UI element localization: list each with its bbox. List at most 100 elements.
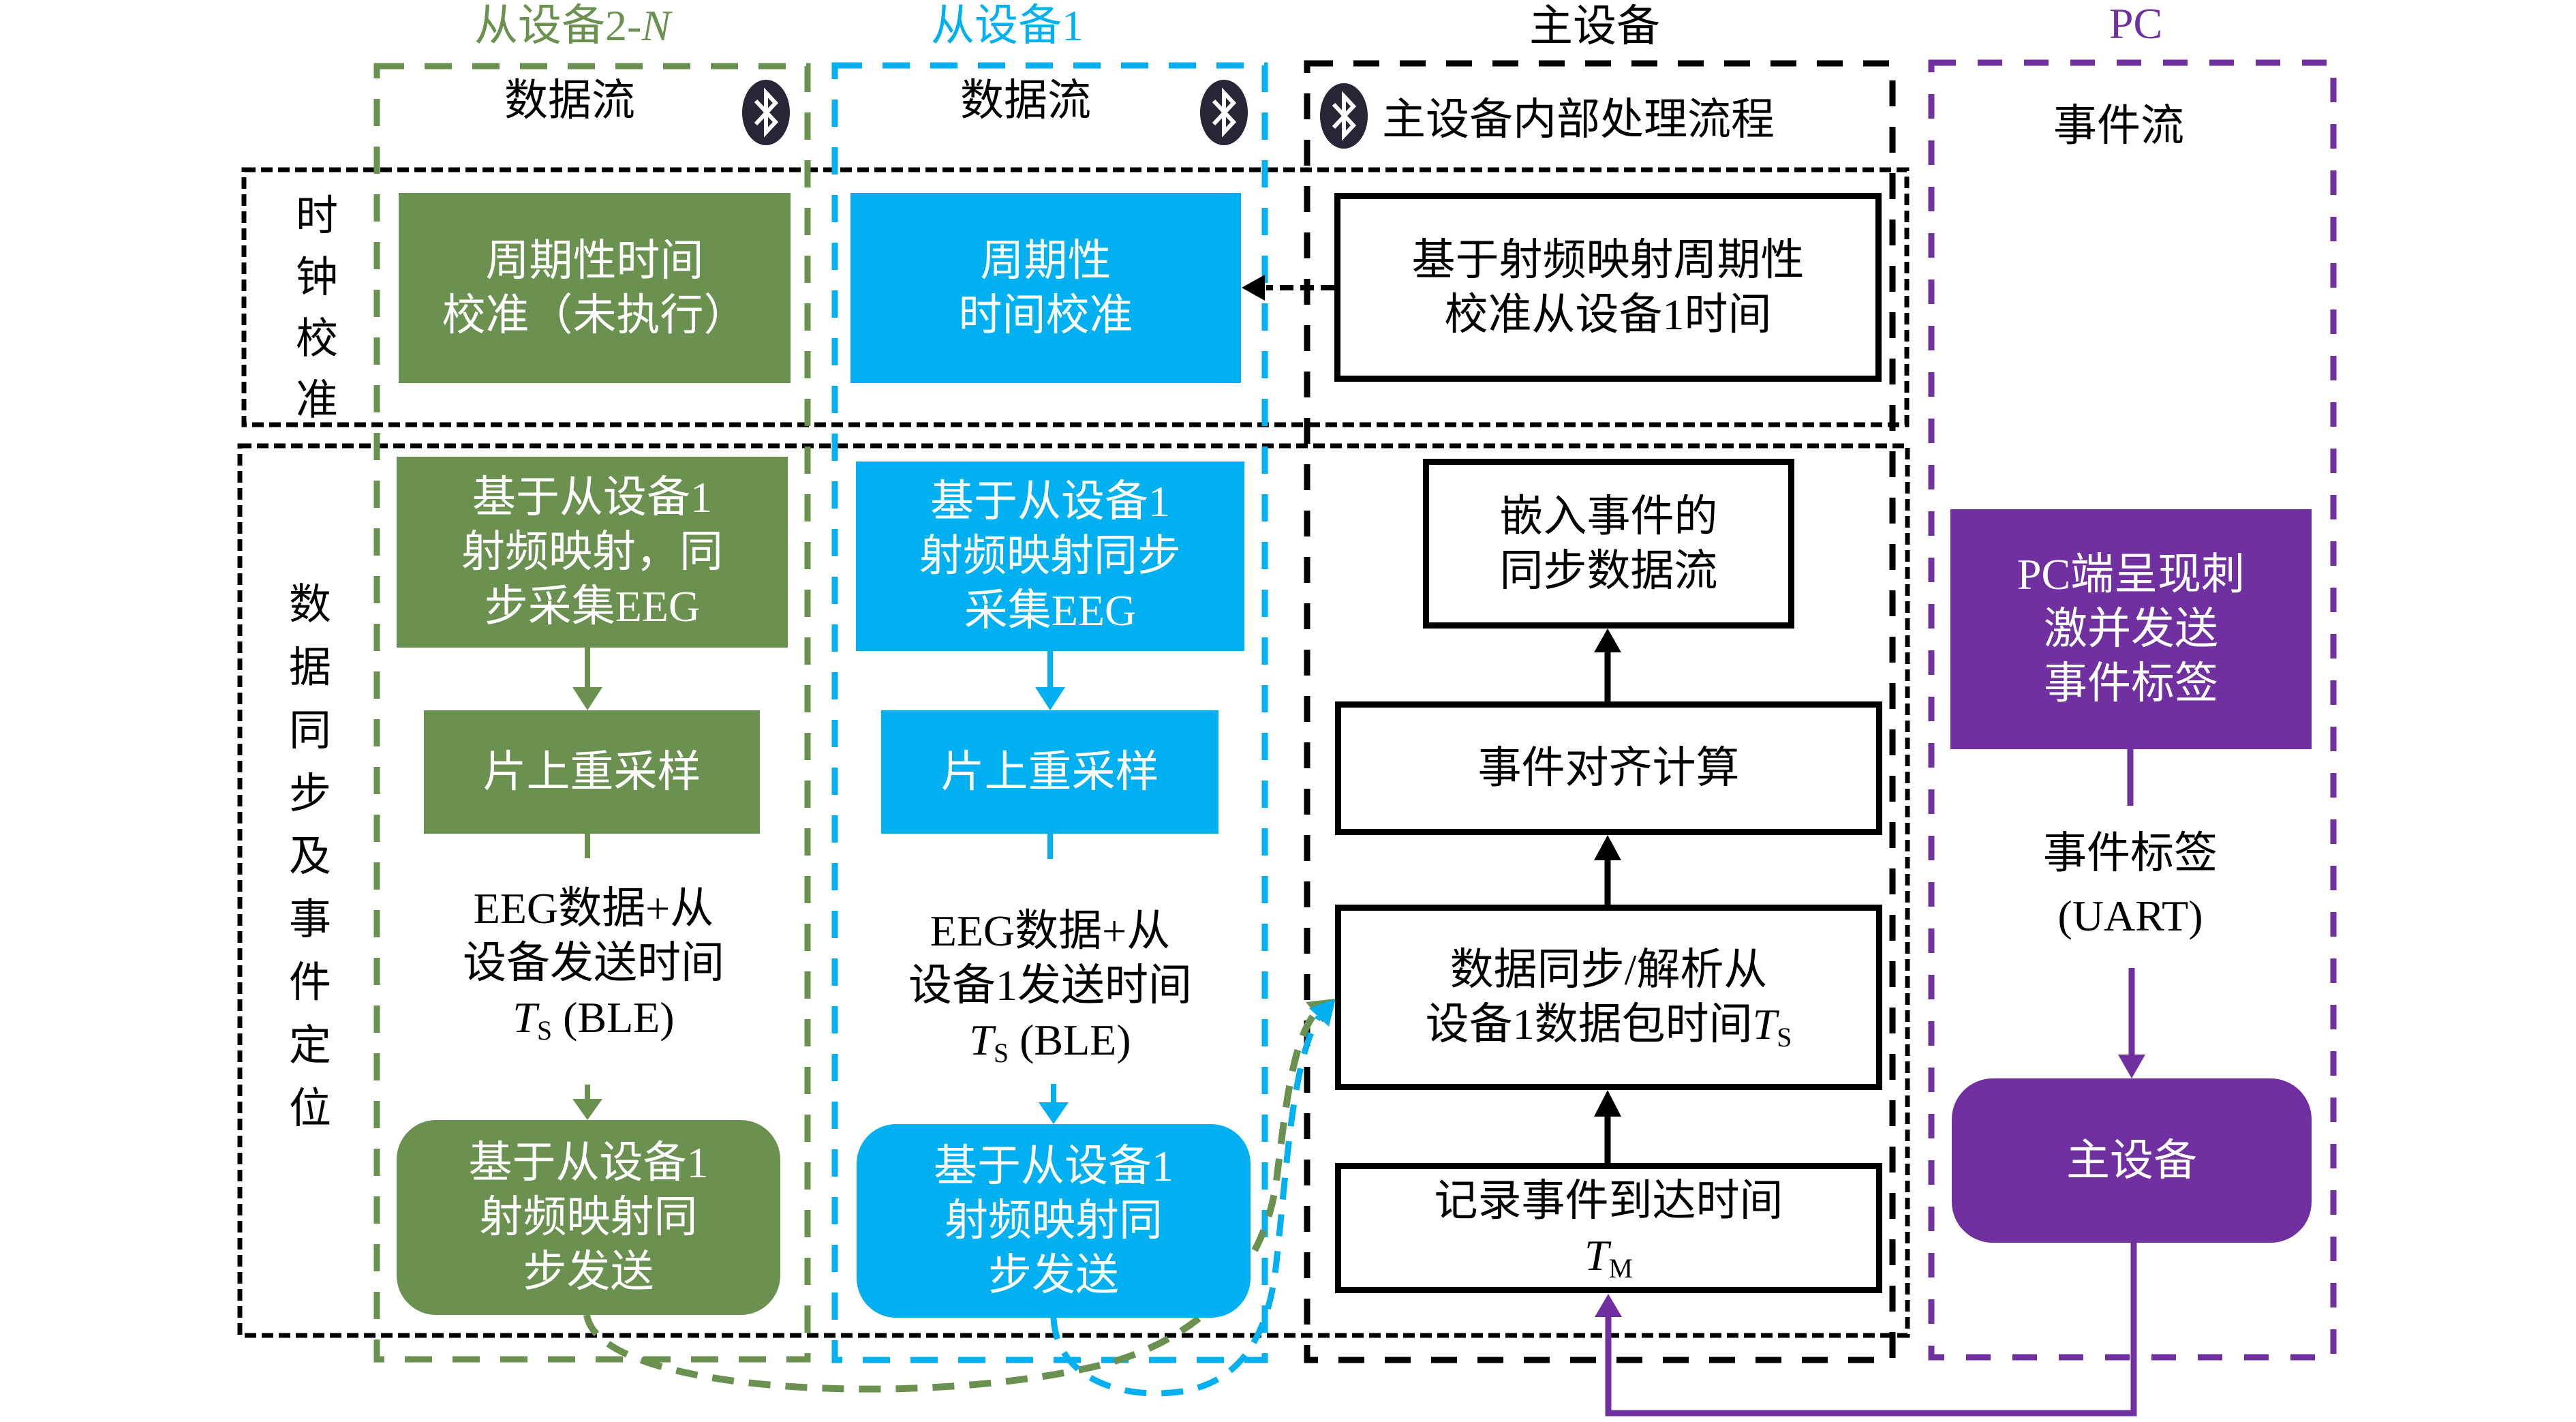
slave-1-send-box: 基于从设备1 射频映射同 步发送	[857, 1124, 1251, 1318]
box-line: 数据同步/解析从	[1450, 946, 1768, 994]
slave-n-title-variable: N	[641, 1, 671, 50]
master-arrowhead-embed	[1594, 629, 1621, 652]
protocol-label: (BLE)	[1019, 1016, 1131, 1064]
slave-1-resample-box: 片上重采样	[881, 710, 1218, 834]
slave-n-column-title: 从设备2-N	[436, 4, 709, 48]
math-subscript: S	[1777, 1023, 1792, 1053]
box-line: 设备1数据包时间TS	[1426, 997, 1792, 1052]
math-subscript: M	[1608, 1253, 1633, 1284]
pc-stimulus-box: PC端呈现刺 激并发送 事件标签	[1950, 509, 2312, 749]
box-line: 记录事件到达时间	[1434, 1176, 1783, 1225]
box-line: 基于从设备1	[930, 477, 1170, 526]
master-record-arrival-box: 记录事件到达时间 TM	[1335, 1163, 1882, 1293]
slave-n-send-box: 基于从设备1 射频映射同 步发送	[397, 1120, 780, 1315]
pc-column-frame	[1928, 59, 2337, 1361]
master-arrowhead-parse	[1594, 1090, 1621, 1117]
slave-1-arrowhead-send	[1039, 1102, 1069, 1124]
slave-n-resample-box: 片上重采样	[424, 710, 760, 834]
box-line: 片上重采样	[482, 747, 701, 796]
box-line: 周期性	[980, 236, 1111, 285]
slave-1-ble-link-curve	[1050, 1015, 1321, 1397]
slave-1-acquire-box: 基于从设备1 射频映射同步 采集EEG	[856, 462, 1244, 651]
clock-calibration-row-label: 时钟校准	[289, 193, 335, 438]
box-line-text: 设备1数据包时间	[1425, 1000, 1753, 1048]
master-embed-events-box: 嵌入事件的 同步数据流	[1423, 459, 1794, 629]
box-line: 步发送	[523, 1247, 654, 1296]
master-column-title: 主设备	[1529, 2, 1660, 50]
math-subscript: S	[994, 1038, 1009, 1069]
slave-1-arrowhead-resample	[1035, 687, 1065, 710]
box-line: 校准从设备1时间	[1444, 290, 1772, 339]
slave-n-payload-text: EEG数据+从 设备发送时间 TS (BLE)	[423, 881, 764, 1045]
box-line: 同步数据流	[1499, 546, 1718, 595]
math-symbol: T	[1584, 1230, 1609, 1280]
box-line: 射频映射，同	[461, 528, 723, 576]
bluetooth-icon	[742, 80, 790, 145]
pc-arrowhead-receiver	[2118, 1055, 2145, 1078]
payload-line: 设备1发送时间	[908, 961, 1192, 1010]
payload-time-line: TS (BLE)	[880, 1013, 1221, 1068]
box-line: 嵌入事件的	[1499, 491, 1718, 541]
master-column-frame	[1304, 60, 1896, 1363]
box-line: 周期性时间	[485, 236, 704, 285]
master-clock-calibration-box: 基于射频映射周期性 校准从设备1时间	[1334, 193, 1882, 382]
slave-n-title-text: 从设备2-	[474, 1, 642, 50]
pc-stream-label: 事件流	[2053, 102, 2184, 150]
slave-1-payload-text: EEG数据+从 设备1发送时间 TS (BLE)	[880, 904, 1221, 1068]
link-label-line: 事件标签	[2043, 829, 2218, 877]
slave-1-stream-label: 数据流	[960, 76, 1091, 125]
slave-1-clock-calibration-box: 周期性 时间校准	[850, 193, 1241, 383]
slave-n-arrowhead-resample	[572, 687, 602, 710]
slave-n-stream-label: 数据流	[504, 76, 635, 125]
math-symbol: T	[512, 993, 537, 1042]
box-line: 校准（未执行）	[442, 290, 748, 339]
link-label-line: (UART)	[2057, 892, 2203, 940]
master-arrowhead-align	[1594, 835, 1621, 860]
math-symbol: T	[1752, 1000, 1777, 1048]
master-parse-packets-box: 数据同步/解析从 设备1数据包时间TS	[1335, 905, 1882, 1090]
box-line: 事件标签	[2044, 659, 2218, 708]
box-line: 射频映射同步	[919, 532, 1181, 580]
math-symbol: T	[969, 1016, 994, 1064]
box-line: 事件对齐计算	[1477, 744, 1740, 792]
send-time-symbol: TS	[969, 1016, 1009, 1067]
box-line: 射频映射同	[945, 1196, 1163, 1245]
payload-time-line: TS (BLE)	[423, 990, 764, 1045]
slave-n-arrowhead-send	[572, 1099, 602, 1120]
protocol-label: (BLE)	[563, 993, 675, 1042]
slave-1-ble-link-arrowhead	[1309, 999, 1336, 1027]
payload-line: EEG数据+从	[930, 907, 1171, 955]
data-sync-row-frame	[237, 443, 1910, 1338]
box-line: 采集EEG	[964, 586, 1137, 635]
box-line: TM	[1584, 1228, 1633, 1283]
payload-line: EEG数据+从	[473, 884, 714, 933]
slave-n-ble-link-curve	[583, 1010, 1318, 1393]
math-subscript: S	[537, 1016, 553, 1046]
bluetooth-icon	[1320, 83, 1368, 149]
box-line: 片上重采样	[940, 747, 1159, 796]
data-sync-row-label: 数据同步及事件定位	[282, 581, 328, 1149]
box-line: 步发送	[988, 1251, 1119, 1299]
bluetooth-icon	[1200, 80, 1248, 145]
box-line: PC端呈现刺	[2017, 550, 2245, 599]
master-event-alignment-box: 事件对齐计算	[1335, 701, 1882, 835]
slave-n-column-frame	[373, 63, 811, 1363]
master-stream-label: 主设备内部处理流程	[1382, 95, 1775, 144]
box-line: 步采集EEG	[484, 582, 701, 631]
box-line: 基于从设备1	[468, 1138, 709, 1187]
slave-1-column-title: 从设备1	[931, 1, 1084, 50]
payload-line: 设备发送时间	[463, 939, 724, 987]
slave-n-clock-calibration-box: 周期性时间 校准（未执行）	[399, 193, 791, 383]
box-line: 基于射频映射周期性	[1411, 235, 1805, 284]
pc-column-title: PC	[2109, 0, 2163, 48]
slave-n-acquire-box: 基于从设备1 射频映射，同 步采集EEG	[397, 457, 788, 648]
box-line: 激并发送	[2044, 605, 2218, 653]
pc-master-receiver-box: 主设备	[1952, 1078, 2312, 1243]
pc-event-label-link: 事件标签 (UART)	[1994, 822, 2267, 948]
box-line: 基于从设备1	[934, 1142, 1174, 1190]
box-line: 基于从设备1	[472, 473, 712, 521]
clock-calibration-row-frame	[241, 167, 1910, 427]
box-line: 主设备	[2066, 1136, 2197, 1185]
